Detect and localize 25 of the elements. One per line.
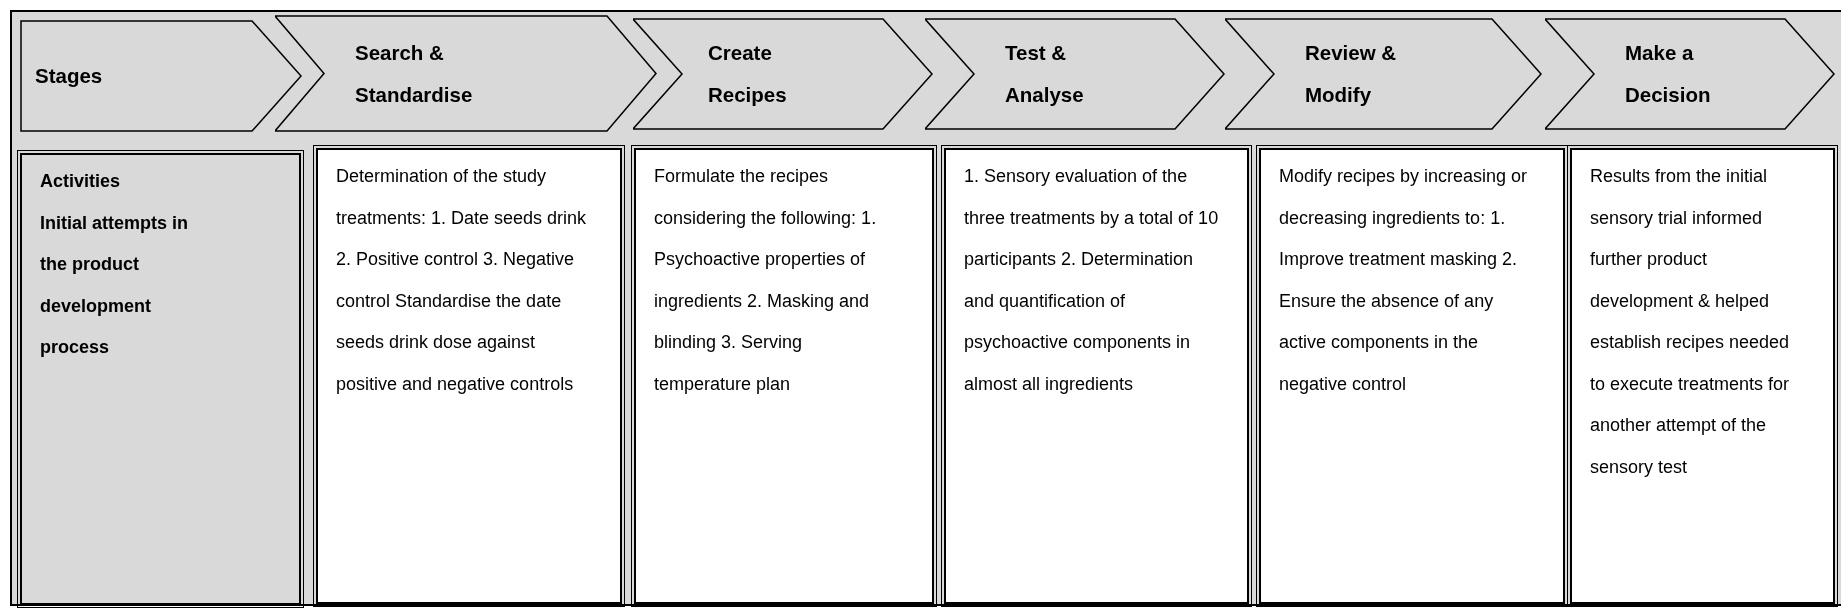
activity-box [1570, 148, 1835, 604]
stage-header [925, 18, 1225, 130]
activity-box [316, 148, 622, 604]
activity-text: Determination of the study treatments: 1. Date seeds drink 2. Positive control 3. Negative control Standardise the date seeds drink dose against positive and negative controls [336, 165, 588, 396]
activity-text: Formulate the recipes considering the following: 1. Psychoactive properties of ingredients 2. Masking and blinding 3. Serving temperature plan [654, 165, 878, 396]
stage-label: Test & Analyse [1005, 40, 1085, 108]
activity-box [634, 148, 934, 604]
stage-header [633, 18, 933, 130]
stage-header [1545, 18, 1835, 130]
activity-text: Modify recipes by increasing or decreasing ingredients to: 1. Improve treatment masking 2. Ensure the absence of any active components in the negative control [1279, 165, 1529, 396]
activity-box [20, 153, 301, 605]
row-description: Initial attempts in the product development process [40, 211, 190, 359]
stage-label: Search & Standardise [355, 39, 474, 108]
stage-label: Stages [35, 63, 104, 89]
stage-header [1225, 18, 1542, 130]
activity-box [1259, 148, 1565, 604]
stage-label: Create Recipes [708, 40, 788, 108]
stage-header [275, 15, 657, 132]
row-heading: Activities [40, 170, 122, 193]
activity-text: 1. Sensory evaluation of the three treatments by a total of 10 participants 2. Determination and quantification of psychoactive components in almost all ingredients [964, 165, 1220, 396]
activity-text: Results from the initial sensory trial informed further product development & helped establish recipes needed to execute treatments for another attempt of the sensory test [1590, 165, 1791, 479]
stage-label: Make a Decision [1625, 40, 1712, 108]
stage-header [20, 20, 302, 132]
activity-box [944, 148, 1249, 604]
stage-label: Review & Modify [1305, 40, 1398, 108]
